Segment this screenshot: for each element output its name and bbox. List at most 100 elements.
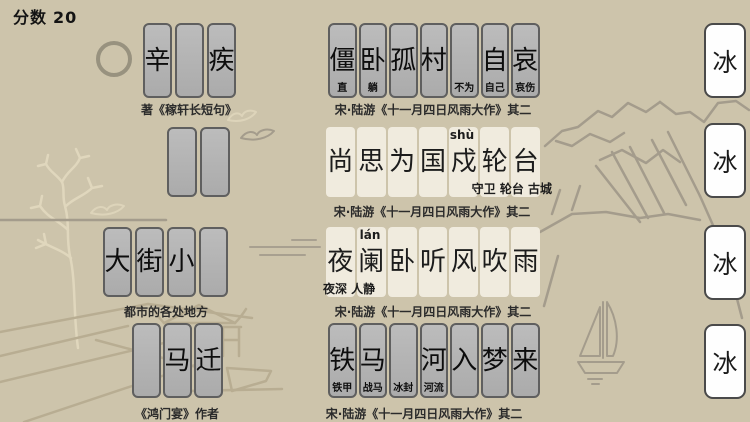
tile-note: 冰封 [393, 383, 414, 394]
ice-tile[interactable]: 冰 [704, 324, 746, 399]
empty-slot-tile[interactable] [175, 23, 204, 98]
verse-caption: 宋·陆游《十一月四日风雨大作》其二 [333, 205, 531, 219]
clue-tile: 小 [167, 227, 196, 297]
verse-note: 夜深 人静 [323, 282, 376, 296]
ice-tile-char: 冰 [712, 147, 738, 177]
tile-char: 辛 [144, 45, 171, 76]
score-value: 20 [53, 8, 78, 27]
clue-tile: 来 [511, 323, 540, 398]
solved-tile: 为 [387, 127, 417, 197]
clue-caption: 都市的各处地方 [123, 305, 209, 319]
tile-note: 战马 [362, 383, 383, 394]
verse-slots-row4: 铁铁甲 马战马 冰封 河河流 入 梦 来 [328, 323, 540, 398]
solved-char: 轮 [481, 147, 508, 177]
verse-caption: 宋·陆游《十一月四日风雨大作》其二 [325, 407, 523, 421]
clue-tile: 哀哀伤 [511, 23, 540, 98]
empty-slot-tile[interactable] [200, 127, 230, 197]
clue-tile: 入 [450, 323, 479, 398]
solved-char: 阑 [358, 247, 385, 277]
tile-note: 躺 [367, 83, 378, 94]
tile-note: 哀伤 [515, 83, 536, 94]
motion-lines [249, 239, 321, 256]
empty-slot-tile[interactable]: 不为 [450, 23, 479, 98]
verse-caption: 宋·陆游《十一月四日风雨大作》其二 [334, 305, 532, 319]
ice-tile[interactable]: 冰 [704, 23, 746, 98]
solved-verse-row2: 尚 思 为 国 戍 轮 台 shù 守卫 轮台 古城 [326, 127, 552, 197]
answer-slots-row1: 辛 疾 [143, 23, 236, 98]
tile-note: 直 [337, 83, 348, 94]
solved-char: 尚 [327, 147, 354, 177]
clue-tile: 河河流 [419, 323, 448, 398]
ice-tile-char: 冰 [712, 249, 738, 279]
solved-tile: 轮 [480, 127, 510, 197]
tile-char: 入 [451, 345, 478, 376]
empty-slot-tile[interactable] [132, 323, 161, 398]
clue-caption: 著《稼轩长短句》 [140, 103, 238, 117]
bird-art [90, 109, 257, 216]
solved-verse-row3: 夜 阑 卧 听 风 吹 雨 lán 夜深 人静 [323, 227, 541, 297]
tile-char: 迁 [195, 345, 222, 376]
verse-note: 守卫 轮台 古城 [471, 182, 552, 196]
score-display: 分数 20 [13, 4, 83, 28]
answer-slots-row4: 马 迁 [132, 323, 223, 398]
answer-slots-row3: 大 街 小 [103, 227, 228, 297]
solved-tile: 阑 [356, 227, 386, 297]
solved-tile: 台 [511, 127, 541, 197]
solved-tile: 听 [418, 227, 448, 297]
solved-tile: 夜 [326, 227, 355, 297]
solved-char: 吹 [481, 247, 508, 277]
solved-tile: 吹 [480, 227, 510, 297]
circle-indicator [96, 41, 132, 77]
tree-art [29, 147, 104, 350]
tile-char: 卧 [359, 45, 386, 76]
clue-tile: 街 [135, 227, 164, 297]
clue-caption: 《鸿门宴》作者 [134, 407, 220, 421]
ice-tile[interactable]: 冰 [704, 123, 746, 198]
answer-slots-row2 [167, 127, 230, 197]
verse-caption: 宋·陆游《十一月四日风雨大作》其二 [334, 103, 532, 117]
clue-tile: 村 [419, 23, 448, 98]
verse-slots-row1: 僵直 卧躺 孤 村 不为 自自己 哀哀伤 [328, 23, 540, 98]
clue-tile: 马 [163, 323, 192, 398]
score-label: 分数 [13, 8, 48, 27]
clue-tile: 大 [103, 227, 132, 297]
tile-note: 自己 [484, 83, 505, 94]
clue-tile: 自自己 [480, 23, 509, 98]
clue-tile: 卧躺 [358, 23, 387, 98]
tile-char: 自 [481, 45, 508, 76]
solved-char: 思 [358, 147, 385, 177]
empty-slot-tile[interactable]: 冰封 [389, 323, 418, 398]
ice-tile-char: 冰 [712, 348, 738, 378]
solved-char: 台 [512, 147, 539, 177]
gull-art [240, 128, 275, 141]
tile-note: 铁甲 [332, 383, 353, 394]
tile-char: 马 [359, 345, 386, 376]
empty-slot-tile[interactable] [167, 127, 197, 197]
clue-tile: 疾 [207, 23, 236, 98]
pinyin-label: shù [449, 128, 475, 142]
tile-char: 大 [104, 247, 131, 277]
solved-tile: 尚 [326, 127, 355, 197]
clue-tile: 辛 [143, 23, 172, 98]
empty-slot-tile[interactable] [199, 227, 228, 297]
tile-char: 小 [168, 247, 195, 277]
sailboat-art [577, 301, 625, 385]
tile-char: 疾 [208, 45, 235, 76]
clue-tile: 马战马 [358, 323, 387, 398]
solved-tile: 思 [356, 127, 386, 197]
tile-note: 不为 [454, 83, 475, 94]
clue-tile: 铁铁甲 [328, 323, 357, 398]
solved-char: 雨 [512, 247, 539, 277]
tile-char: 河 [420, 345, 447, 376]
solved-tile: 国 [418, 127, 448, 197]
solved-char: 卧 [389, 247, 416, 277]
tile-char: 街 [136, 247, 163, 277]
tile-char: 铁 [329, 345, 356, 376]
ice-tile[interactable]: 冰 [704, 225, 746, 300]
solved-tile: 戍 [449, 127, 479, 197]
solved-char: 戍 [450, 147, 477, 177]
tile-char: 僵 [329, 45, 356, 76]
tile-char: 哀 [512, 45, 539, 76]
clue-tile: 孤 [389, 23, 418, 98]
clue-tile: 迁 [194, 323, 223, 398]
